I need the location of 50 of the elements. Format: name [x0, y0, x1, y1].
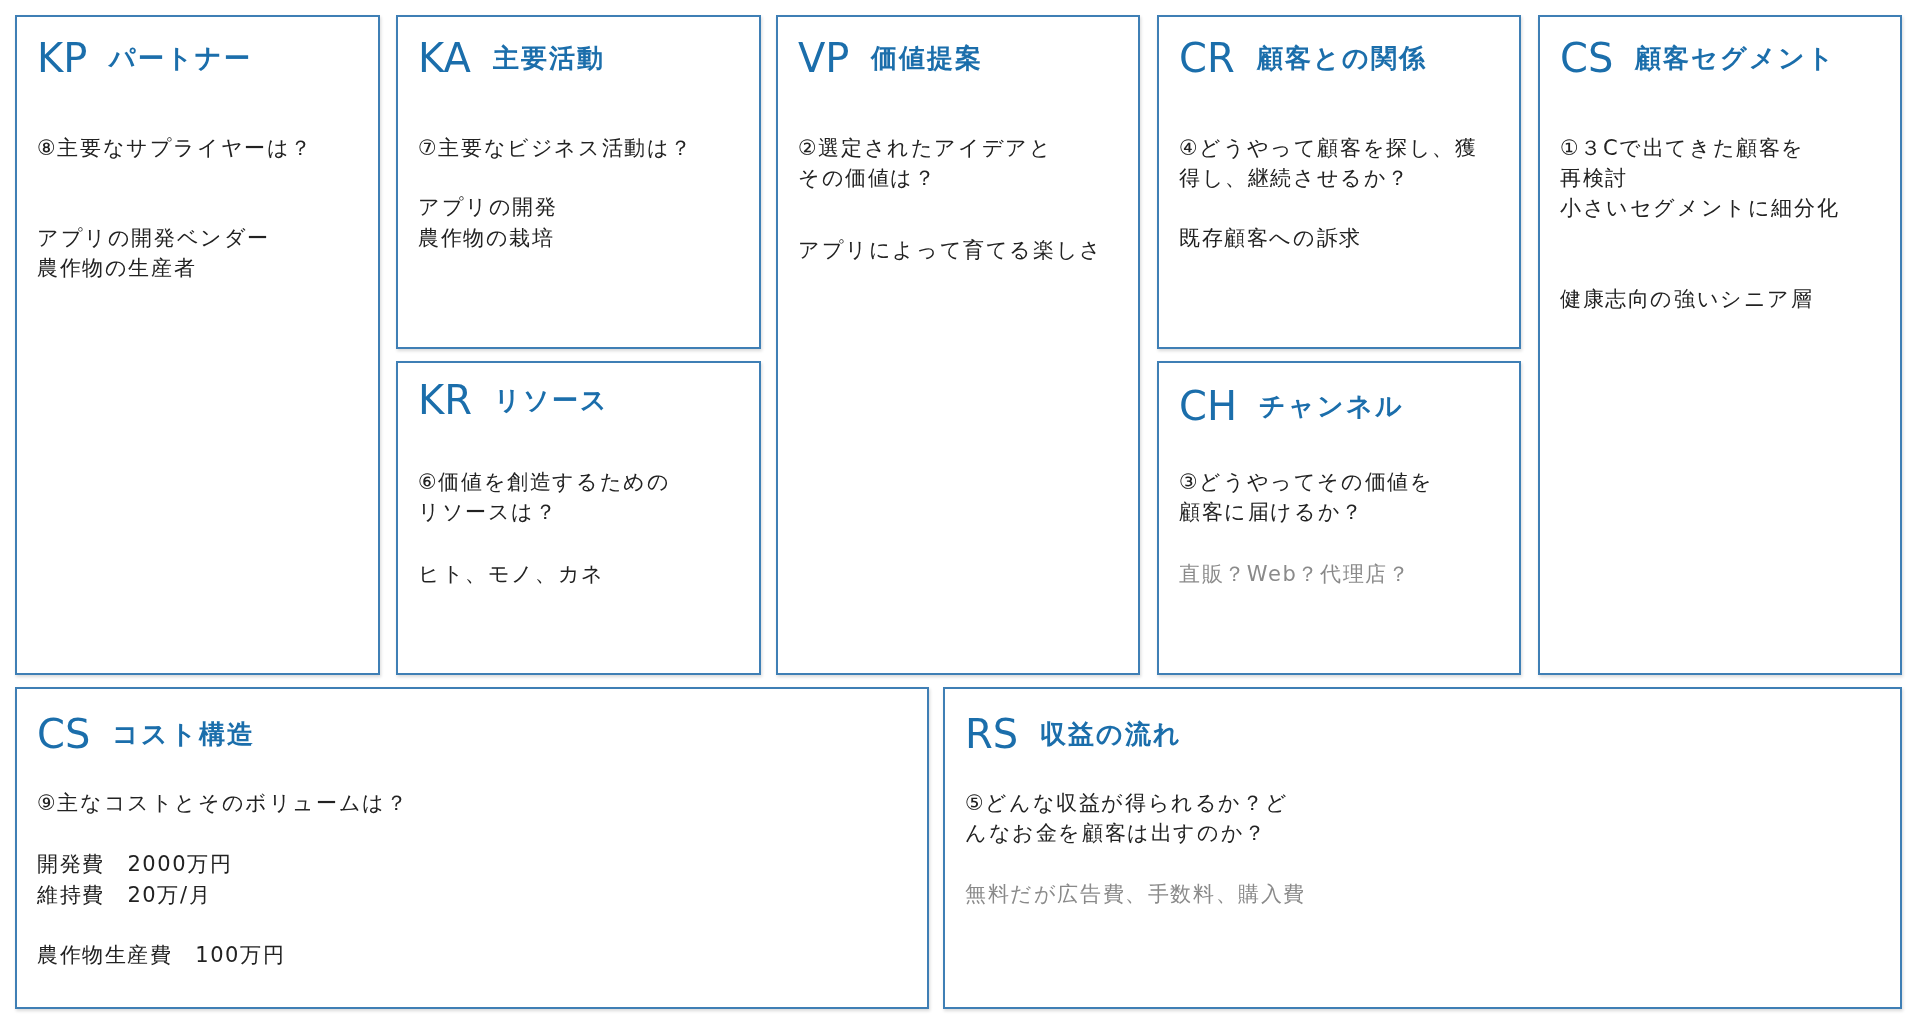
canvas-block [776, 15, 1140, 675]
canvas-block [1157, 361, 1521, 675]
block-note: 無料だが広告費、手数料、購入費 [965, 881, 1306, 908]
block-note: アプリによって育てる楽しさ [798, 237, 1103, 264]
block-code: KP [37, 35, 88, 81]
block-code: KR [418, 377, 473, 423]
guiding-question: ④どうやって顧客を探し、獲得し、継続させるか？ [1179, 135, 1479, 192]
block-heading: チャンネル [1259, 390, 1404, 421]
guiding-question: ③どうやってその価値を顧客に届けるか？ [1179, 469, 1435, 526]
block-code: RS [965, 711, 1019, 757]
block-code: CR [1179, 35, 1235, 81]
guiding-question: ⑥価値を創造するためのリソースは？ [418, 469, 672, 526]
block-note: 農作物の生産者 [37, 255, 197, 282]
canvas-block [15, 15, 380, 675]
block-heading: 価値提案 [871, 42, 984, 73]
guiding-question: ⑧主要なサプライヤーは？ [37, 135, 315, 162]
guiding-question: ①３Cで出てきた顧客を再検討 [1560, 135, 1807, 192]
canvas-block [396, 361, 761, 675]
block-note: 農作物の栽培 [418, 225, 555, 252]
guiding-question: ⑤どんな収益が得られるか？どんなお金を顧客は出すのか？ [965, 790, 1290, 847]
canvas-block [943, 687, 1902, 1009]
canvas-block [396, 15, 761, 349]
guiding-question: ②選定されたアイデアとその価値は？ [798, 135, 1054, 192]
block-heading: 収益の流れ [1040, 718, 1183, 749]
block-code: VP [798, 35, 850, 81]
block-note: 健康志向の強いシニア層 [1560, 286, 1814, 313]
guiding-question: ⑨主なコストとそのボリュームは？ [37, 790, 410, 817]
block-code: CS [37, 711, 91, 757]
block-note: 開発費 2000万円 [37, 851, 233, 878]
block-note: アプリの開発ベンダー [37, 225, 270, 252]
block-note: ヒト、モノ、カネ [418, 561, 605, 588]
block-heading: 顧客セグメント [1635, 42, 1837, 73]
block-code: CH [1179, 383, 1237, 429]
block-heading: パートナー [109, 42, 253, 73]
guiding-question: ⑦主要なビジネス活動は？ [418, 135, 695, 162]
block-note: 既存顧客への訴求 [1179, 225, 1362, 252]
block-heading: コスト構造 [112, 718, 256, 749]
block-heading: 顧客との関係 [1256, 42, 1427, 73]
block-note: 小さいセグメントに細分化 [1560, 195, 1840, 222]
canvas-block [1538, 15, 1902, 675]
block-note: 維持費 20万/月 [37, 882, 212, 909]
block-heading: 主要活動 [492, 42, 605, 73]
block-code: KA [418, 35, 471, 81]
block-note: 農作物生産費 100万円 [37, 942, 286, 969]
block-note: 直販？Web？代理店？ [1179, 561, 1411, 588]
canvas-block [15, 687, 929, 1009]
canvas-block [1157, 15, 1521, 349]
block-heading: リソース [494, 384, 610, 415]
block-code: CS [1560, 35, 1614, 81]
block-note: アプリの開発 [418, 194, 558, 221]
